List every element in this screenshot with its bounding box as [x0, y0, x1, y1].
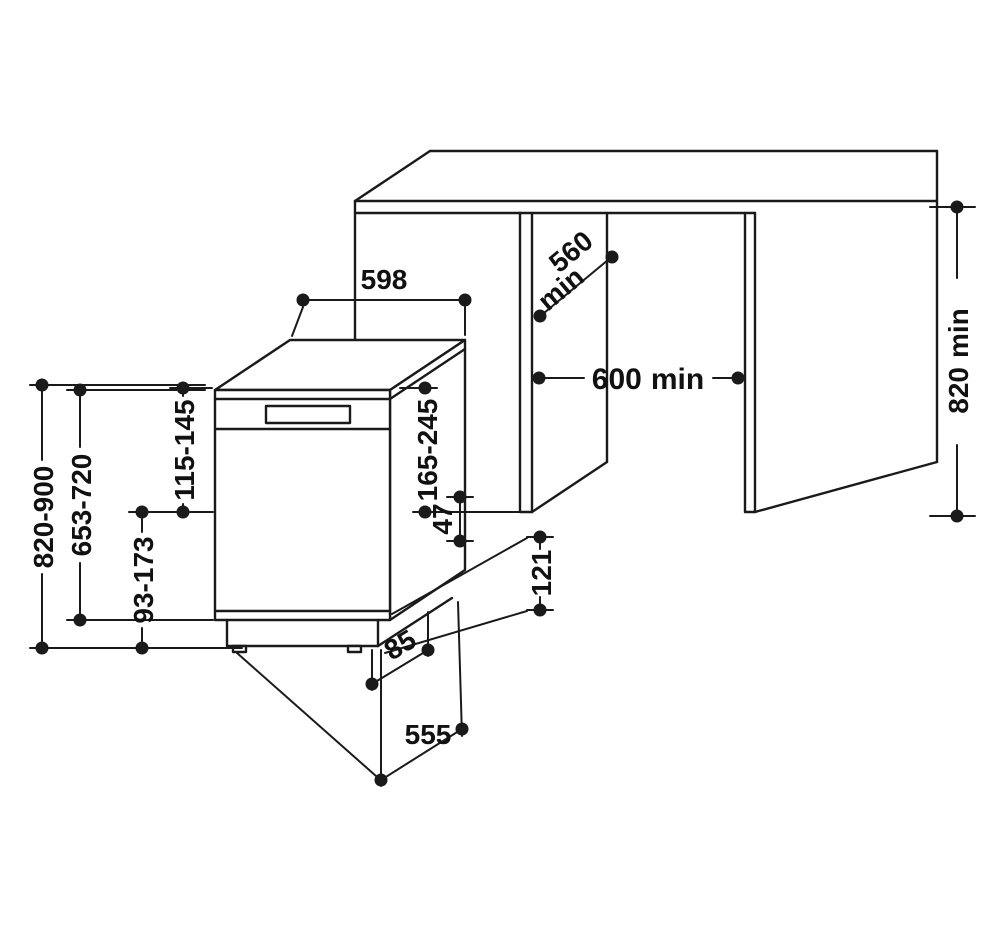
endpoint-dot: [421, 643, 435, 657]
dim-label: 820min: [943, 308, 974, 414]
control-panel-display: [264, 404, 352, 425]
endpoint-dot: [35, 378, 49, 392]
endpoint-dot: [418, 505, 432, 519]
extension-line: [457, 601, 463, 737]
endpoint-dot: [453, 534, 467, 548]
endpoint-dot: [176, 381, 190, 395]
dim-47: 47: [427, 490, 474, 548]
dim-line: [537, 254, 615, 319]
endpoint-dot: [35, 641, 49, 655]
dim-121: 121: [384, 530, 557, 654]
endpoint-dot: [950, 509, 964, 523]
endpoint-dot: [176, 505, 190, 519]
dim-label: 93-173: [128, 536, 159, 623]
dim-label: 555: [405, 719, 452, 750]
endpoint-dot: [532, 371, 546, 385]
dim-85: 85: [365, 611, 435, 691]
endpoint-dot: [296, 293, 310, 307]
endpoint-dot: [455, 722, 469, 736]
endpoint-dot: [73, 383, 87, 397]
dim-label: 115-145: [169, 399, 200, 500]
dim-label: 165-245: [412, 399, 443, 502]
leader-line: [391, 537, 528, 615]
dishwasher-front-face: [213, 388, 392, 622]
dim-653-720: 653-720: [66, 383, 214, 627]
base-side-bevel: [376, 596, 454, 648]
endpoint-dot: [135, 505, 149, 519]
dim-115-145: 115-145: [169, 381, 213, 519]
foot-right: [346, 644, 363, 654]
dim-598: 598: [291, 264, 472, 337]
endpoint-dot: [374, 773, 388, 787]
endpoint-dot: [731, 371, 745, 385]
niche-left-wall-bottom-bevel: [530, 460, 609, 514]
endpoint-dot: [533, 603, 547, 617]
dim-label: 820-900: [28, 466, 59, 569]
dim-820-min: 820min: [929, 200, 976, 523]
endpoint-dot: [533, 530, 547, 544]
dim-label-unit: min: [532, 261, 590, 317]
dim-label: 121: [526, 550, 557, 597]
dim-label: 598: [361, 264, 408, 295]
dishwasher-side-top-edge-line: [388, 347, 467, 401]
leader-line: [236, 652, 377, 777]
right-panel-bottom-bevel: [753, 460, 939, 514]
dim-165-245: 165-245: [399, 381, 524, 519]
extension-line: [291, 306, 304, 337]
endpoint-dot: [533, 309, 547, 323]
endpoint-dot: [453, 490, 467, 504]
endpoint-dot: [605, 250, 619, 264]
dim-label: 85: [379, 624, 422, 667]
endpoint-dot: [418, 381, 432, 395]
dim-93-173: 93-173: [128, 505, 214, 655]
endpoint-dot: [73, 613, 87, 627]
dishwasher: [213, 338, 467, 654]
dim-560-min: 560 min: [532, 225, 619, 323]
endpoint-dot: [135, 641, 149, 655]
endpoint-dot: [950, 200, 964, 214]
countertop-left-bevel: [353, 149, 432, 203]
dim-label: 653-720: [66, 454, 97, 557]
dim-label: 47: [427, 503, 458, 534]
endpoint-dot: [458, 293, 472, 307]
dim-line: [380, 728, 463, 781]
leader-line: [384, 610, 528, 654]
dim-555: 555: [236, 601, 469, 787]
endpoint-dot: [365, 677, 379, 691]
